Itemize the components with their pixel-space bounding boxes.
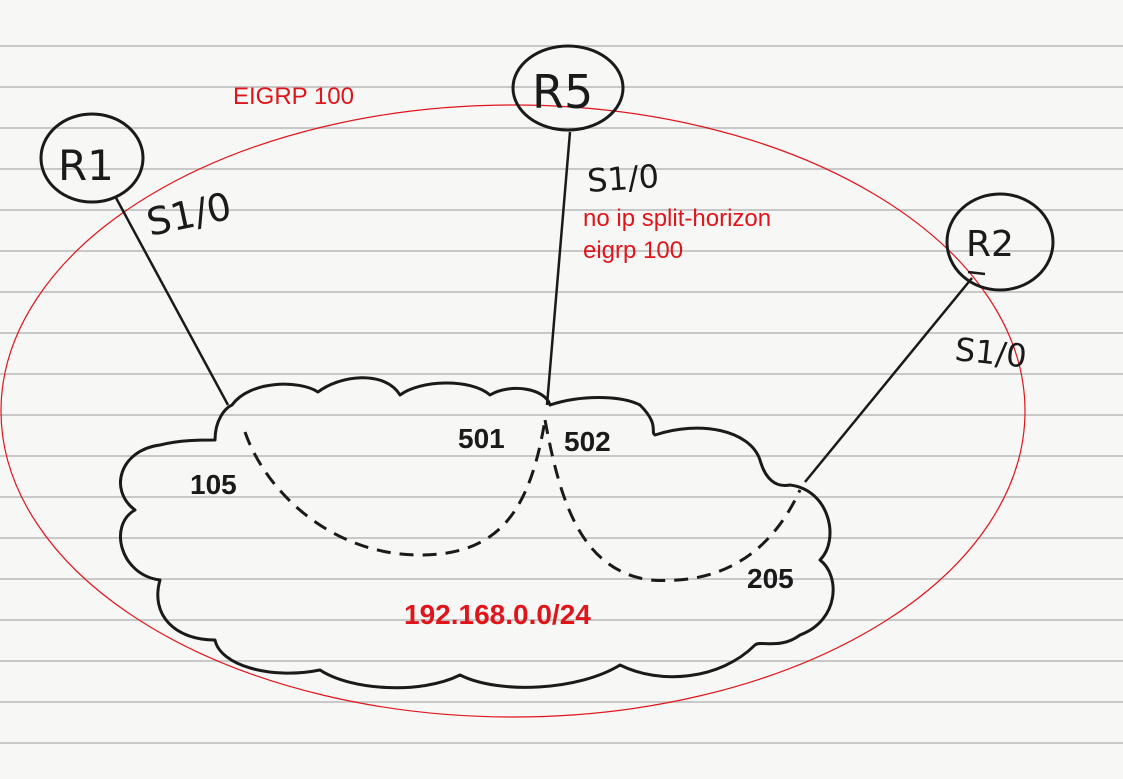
- link-r5-cloud: [545, 131, 572, 406]
- router-r2-circle: [945, 192, 1055, 292]
- r5-interface-label: S1/0: [586, 157, 660, 200]
- dlci-105: 105: [190, 469, 237, 500]
- eigrp-domain-ellipse: [0, 104, 1026, 718]
- router-r1-circle: [39, 112, 145, 204]
- dlci-205: 205: [747, 563, 794, 594]
- pvc-r5-r2: [543, 419, 802, 583]
- router-r1-label: R1: [58, 141, 114, 190]
- dlci-502: 502: [564, 426, 611, 457]
- r5-config-line2: eigrp 100: [583, 237, 683, 264]
- frame-relay-cloud: [118, 376, 835, 690]
- router-r5-label: R5: [532, 65, 593, 119]
- notebook-rules: [0, 45, 1123, 744]
- r2-interface-label: S1/0: [953, 330, 1028, 375]
- link-r1-cloud: [113, 195, 230, 406]
- eigrp-domain-label: EIGRP 100: [233, 83, 354, 110]
- r5-config-line1: no ip split-horizon: [583, 205, 771, 232]
- dlci-501: 501: [458, 423, 505, 454]
- router-r2-label: R2: [966, 224, 1014, 265]
- network-label: 192.168.0.0/24: [404, 599, 591, 630]
- router-r5-circle: [511, 44, 625, 132]
- link-r2-cloud: [804, 277, 973, 483]
- r1-interface-label: S1/0: [143, 184, 236, 245]
- r2-link-hook: [967, 270, 986, 276]
